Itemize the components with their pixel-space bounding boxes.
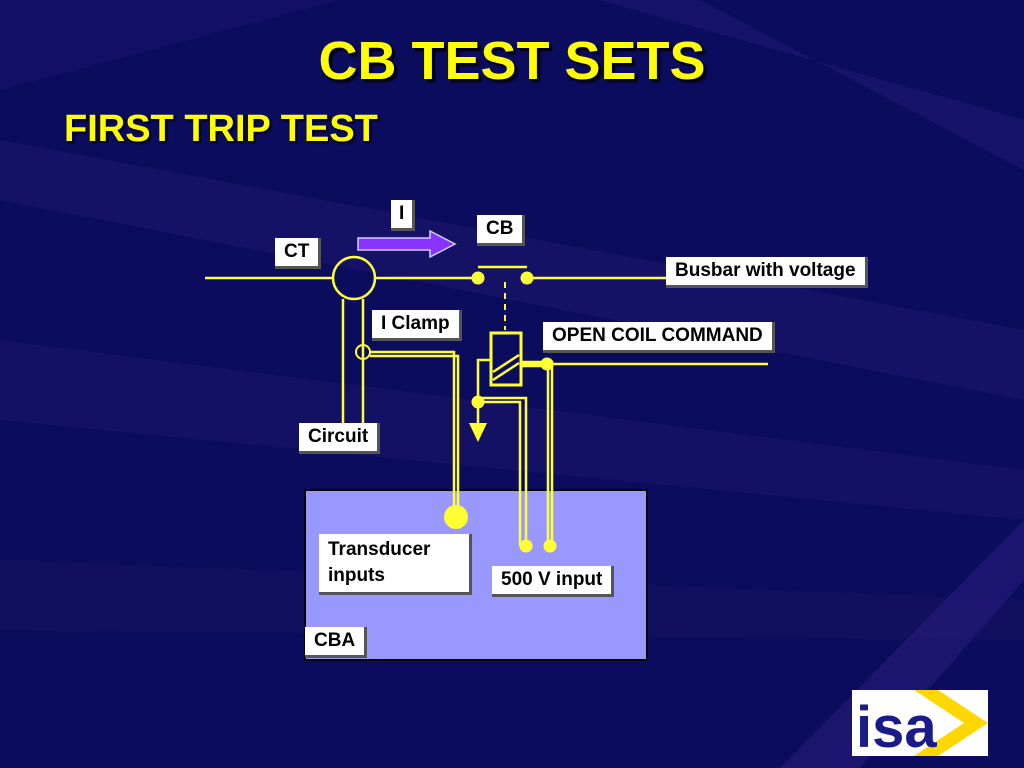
ground-arrow (469, 423, 487, 442)
circuit-label: Circuit (299, 423, 381, 454)
command-junction-dot (540, 357, 554, 371)
isa-logo: isa (852, 690, 988, 756)
cb-label: CB (477, 215, 526, 246)
cb-contact-dot-left (471, 271, 485, 285)
v500-input-label: 500 V input (492, 566, 615, 597)
cba-label: CBA (305, 627, 368, 658)
ct-ring (331, 255, 377, 301)
open-coil-command-label: OPEN COIL COMMAND (543, 322, 775, 353)
ct-label: CT (275, 238, 322, 269)
busbar-label: Busbar with voltage (666, 257, 868, 288)
slide-title: CB TEST SETS (318, 31, 706, 91)
i-clamp-label: I Clamp (372, 310, 462, 341)
cb-contact-dot-right (520, 271, 534, 285)
v500-terminal-dot-right (543, 539, 557, 553)
clamp-lead-outer (370, 350, 456, 515)
v500-lead-left-b (478, 396, 528, 546)
slide-subtitle: FIRST TRIP TEST (64, 108, 378, 150)
coil-slash-1 (492, 353, 520, 374)
v500-lead-left (478, 400, 522, 546)
transducer-terminal-dot (444, 505, 468, 529)
coil-junction-dot (471, 395, 485, 409)
current-direction-arrow (357, 229, 457, 259)
transducer-inputs-label: Transducer inputs (319, 534, 472, 595)
coil-ground-lead (476, 358, 491, 425)
v500-terminal-dot-left (519, 539, 533, 553)
coil-slash-2 (492, 361, 520, 382)
isa-logo-text: isa (856, 695, 937, 756)
trip-coil (489, 331, 523, 387)
current-label: I (391, 200, 416, 231)
clamp-lead-inner (370, 354, 460, 515)
